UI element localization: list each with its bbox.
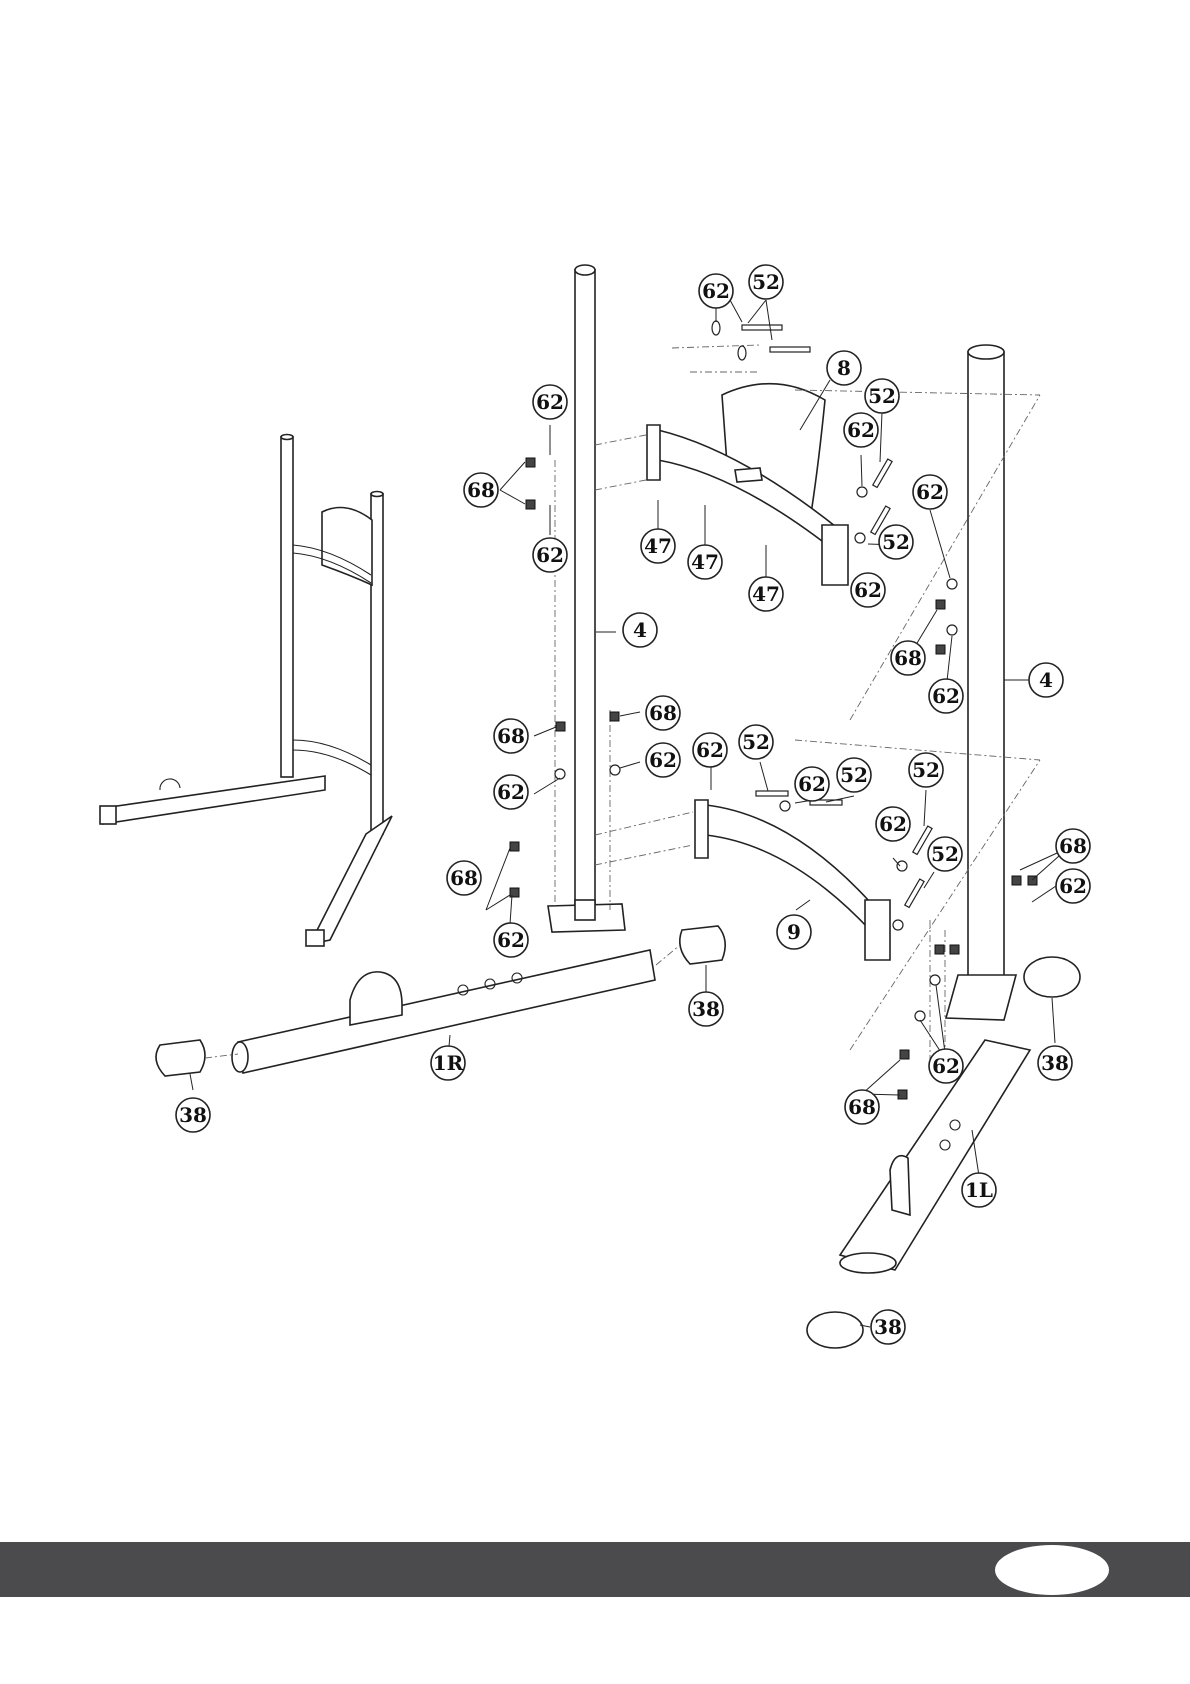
callout-13: 52 xyxy=(879,525,913,559)
callout-18: 4 xyxy=(1029,663,1063,697)
upright-4-center xyxy=(548,265,625,932)
callout-17: 62 xyxy=(929,679,963,713)
callout-6: 62 xyxy=(533,385,567,419)
callout-12: 47 xyxy=(749,577,783,611)
callout-4: 52 xyxy=(865,379,899,413)
callout-35: 38 xyxy=(689,992,723,1026)
callout-label: 62 xyxy=(932,684,960,708)
callout-label: 62 xyxy=(916,480,944,504)
callout-label: 62 xyxy=(932,1054,960,1078)
callout-label: 62 xyxy=(702,279,730,303)
callout-28: 62 xyxy=(876,807,910,841)
callout-label: 68 xyxy=(894,646,922,670)
callout-16: 68 xyxy=(891,641,925,675)
callout-label: 62 xyxy=(649,748,677,772)
callout-label: 62 xyxy=(847,418,875,442)
callout-27: 52 xyxy=(909,753,943,787)
callout-label: 62 xyxy=(497,780,525,804)
callout-label: 8 xyxy=(837,356,851,380)
callout-label: 38 xyxy=(1041,1051,1069,1075)
callout-21: 62 xyxy=(646,743,680,777)
callout-label: 52 xyxy=(868,384,896,408)
callout-label: 4 xyxy=(633,618,647,642)
callout-8: 62 xyxy=(913,475,947,509)
callout-30: 68 xyxy=(1056,829,1090,863)
callout-29: 52 xyxy=(928,837,962,871)
callout-label: 62 xyxy=(696,738,724,762)
callout-label: 47 xyxy=(644,534,672,558)
callout-25: 62 xyxy=(795,767,829,801)
callout-label: 4 xyxy=(1039,668,1053,692)
callout-11: 47 xyxy=(688,545,722,579)
callout-40: 68 xyxy=(845,1090,879,1124)
callout-5: 62 xyxy=(844,413,878,447)
callout-label: 52 xyxy=(882,530,910,554)
back-pad-8 xyxy=(647,384,848,585)
callout-7: 68 xyxy=(464,473,498,507)
page-number-badge xyxy=(995,1545,1109,1595)
callout-22: 62 xyxy=(494,775,528,809)
callout-label: 68 xyxy=(467,478,495,502)
callout-label: 9 xyxy=(787,920,801,944)
callout-label: 62 xyxy=(536,390,564,414)
callout-9: 62 xyxy=(533,538,567,572)
callout-19: 68 xyxy=(646,696,680,730)
callout-10: 47 xyxy=(641,529,675,563)
callout-label: 68 xyxy=(649,701,677,725)
callout-39: 62 xyxy=(929,1049,963,1083)
callout-label: 68 xyxy=(1059,834,1087,858)
callout-label: 47 xyxy=(752,582,780,606)
callout-34: 9 xyxy=(777,915,811,949)
callout-label: 52 xyxy=(931,842,959,866)
callout-41: 1L xyxy=(962,1173,996,1207)
callout-1: 62 xyxy=(699,274,733,308)
callout-label: 52 xyxy=(840,763,868,787)
callout-label: 68 xyxy=(848,1095,876,1119)
callout-33: 62 xyxy=(494,923,528,957)
callout-31: 68 xyxy=(447,861,481,895)
callout-label: 52 xyxy=(752,270,780,294)
assembled-preview xyxy=(100,435,392,947)
callout-label: 38 xyxy=(874,1315,902,1339)
callout-36: 1R xyxy=(431,1046,465,1080)
callout-label: 68 xyxy=(450,866,478,890)
callout-label: 52 xyxy=(912,758,940,782)
callout-label: 62 xyxy=(497,928,525,952)
callout-38: 38 xyxy=(1038,1046,1072,1080)
callout-label: 68 xyxy=(497,724,525,748)
callout-20: 68 xyxy=(494,719,528,753)
callout-label: 47 xyxy=(691,550,719,574)
callout-label: 62 xyxy=(536,543,564,567)
callout-label: 1L xyxy=(965,1178,993,1202)
callout-label: 62 xyxy=(854,578,882,602)
callout-label: 62 xyxy=(879,812,907,836)
callout-label: 38 xyxy=(179,1103,207,1127)
callout-24: 52 xyxy=(739,725,773,759)
callout-15: 4 xyxy=(623,613,657,647)
callout-26: 52 xyxy=(837,758,871,792)
callout-2: 52 xyxy=(749,265,783,299)
callout-label: 52 xyxy=(742,730,770,754)
callout-3: 8 xyxy=(827,351,861,385)
callout-label: 62 xyxy=(798,772,826,796)
callout-label: 38 xyxy=(692,997,720,1021)
callout-label: 1R xyxy=(433,1051,464,1075)
callout-14: 62 xyxy=(851,573,885,607)
callout-42: 38 xyxy=(871,1310,905,1344)
callout-label: 62 xyxy=(1059,874,1087,898)
callout-32: 62 xyxy=(1056,869,1090,903)
callout-37: 38 xyxy=(176,1098,210,1132)
callout-23: 62 xyxy=(693,733,727,767)
